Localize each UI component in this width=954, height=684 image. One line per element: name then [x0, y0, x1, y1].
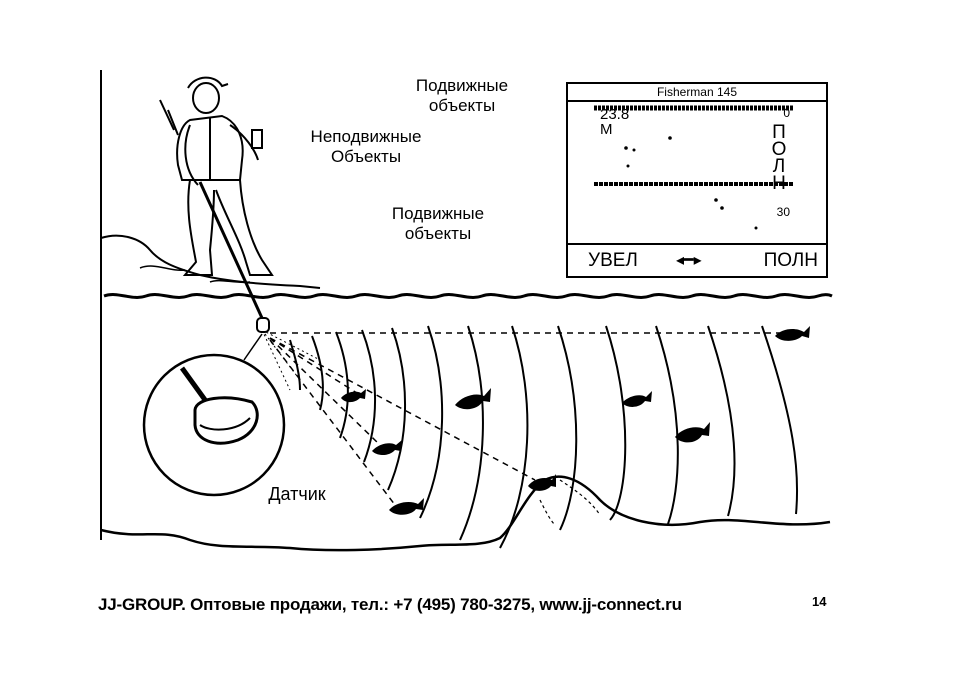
fisherman-figure — [160, 78, 272, 318]
fish-icon — [775, 326, 810, 341]
beam-lines — [270, 333, 790, 505]
sonar-button-bar: УВЕЛ ◂━▸ ПОЛН — [568, 243, 826, 276]
page-number: 14 — [812, 594, 826, 609]
water-surface — [104, 295, 832, 298]
arrow-keys-icon[interactable]: ◂━▸ — [676, 250, 702, 270]
full-button[interactable]: ПОЛН — [764, 250, 818, 272]
sonar-echo-plot — [594, 100, 794, 240]
fish-icon — [455, 388, 491, 409]
footer-contact: JJ-GROUP. Оптовые продажи, тел.: +7 (495… — [98, 595, 682, 615]
zoom-button[interactable]: УВЕЛ — [588, 250, 638, 272]
transducer-icon — [257, 318, 269, 332]
fish-icon — [389, 498, 424, 515]
transducer-zoom — [144, 334, 284, 495]
label-moving-objects-bottom: Подвижные объекты — [368, 204, 508, 244]
label-stationary-objects: Неподвижные Объекты — [286, 127, 446, 167]
label-moving-objects-top: Подвижные объекты — [392, 76, 532, 116]
label-transducer: Датчик — [252, 484, 342, 504]
fish-icon — [372, 440, 402, 455]
fish-icon — [622, 391, 652, 407]
sonar-waves — [290, 326, 797, 548]
fish-icon — [675, 422, 710, 442]
fish-icon — [341, 389, 366, 402]
sonar-display: Fisherman 145 23.8 М 0 30 ПОЛН УВЕЛ ◂━▸ … — [566, 82, 828, 278]
